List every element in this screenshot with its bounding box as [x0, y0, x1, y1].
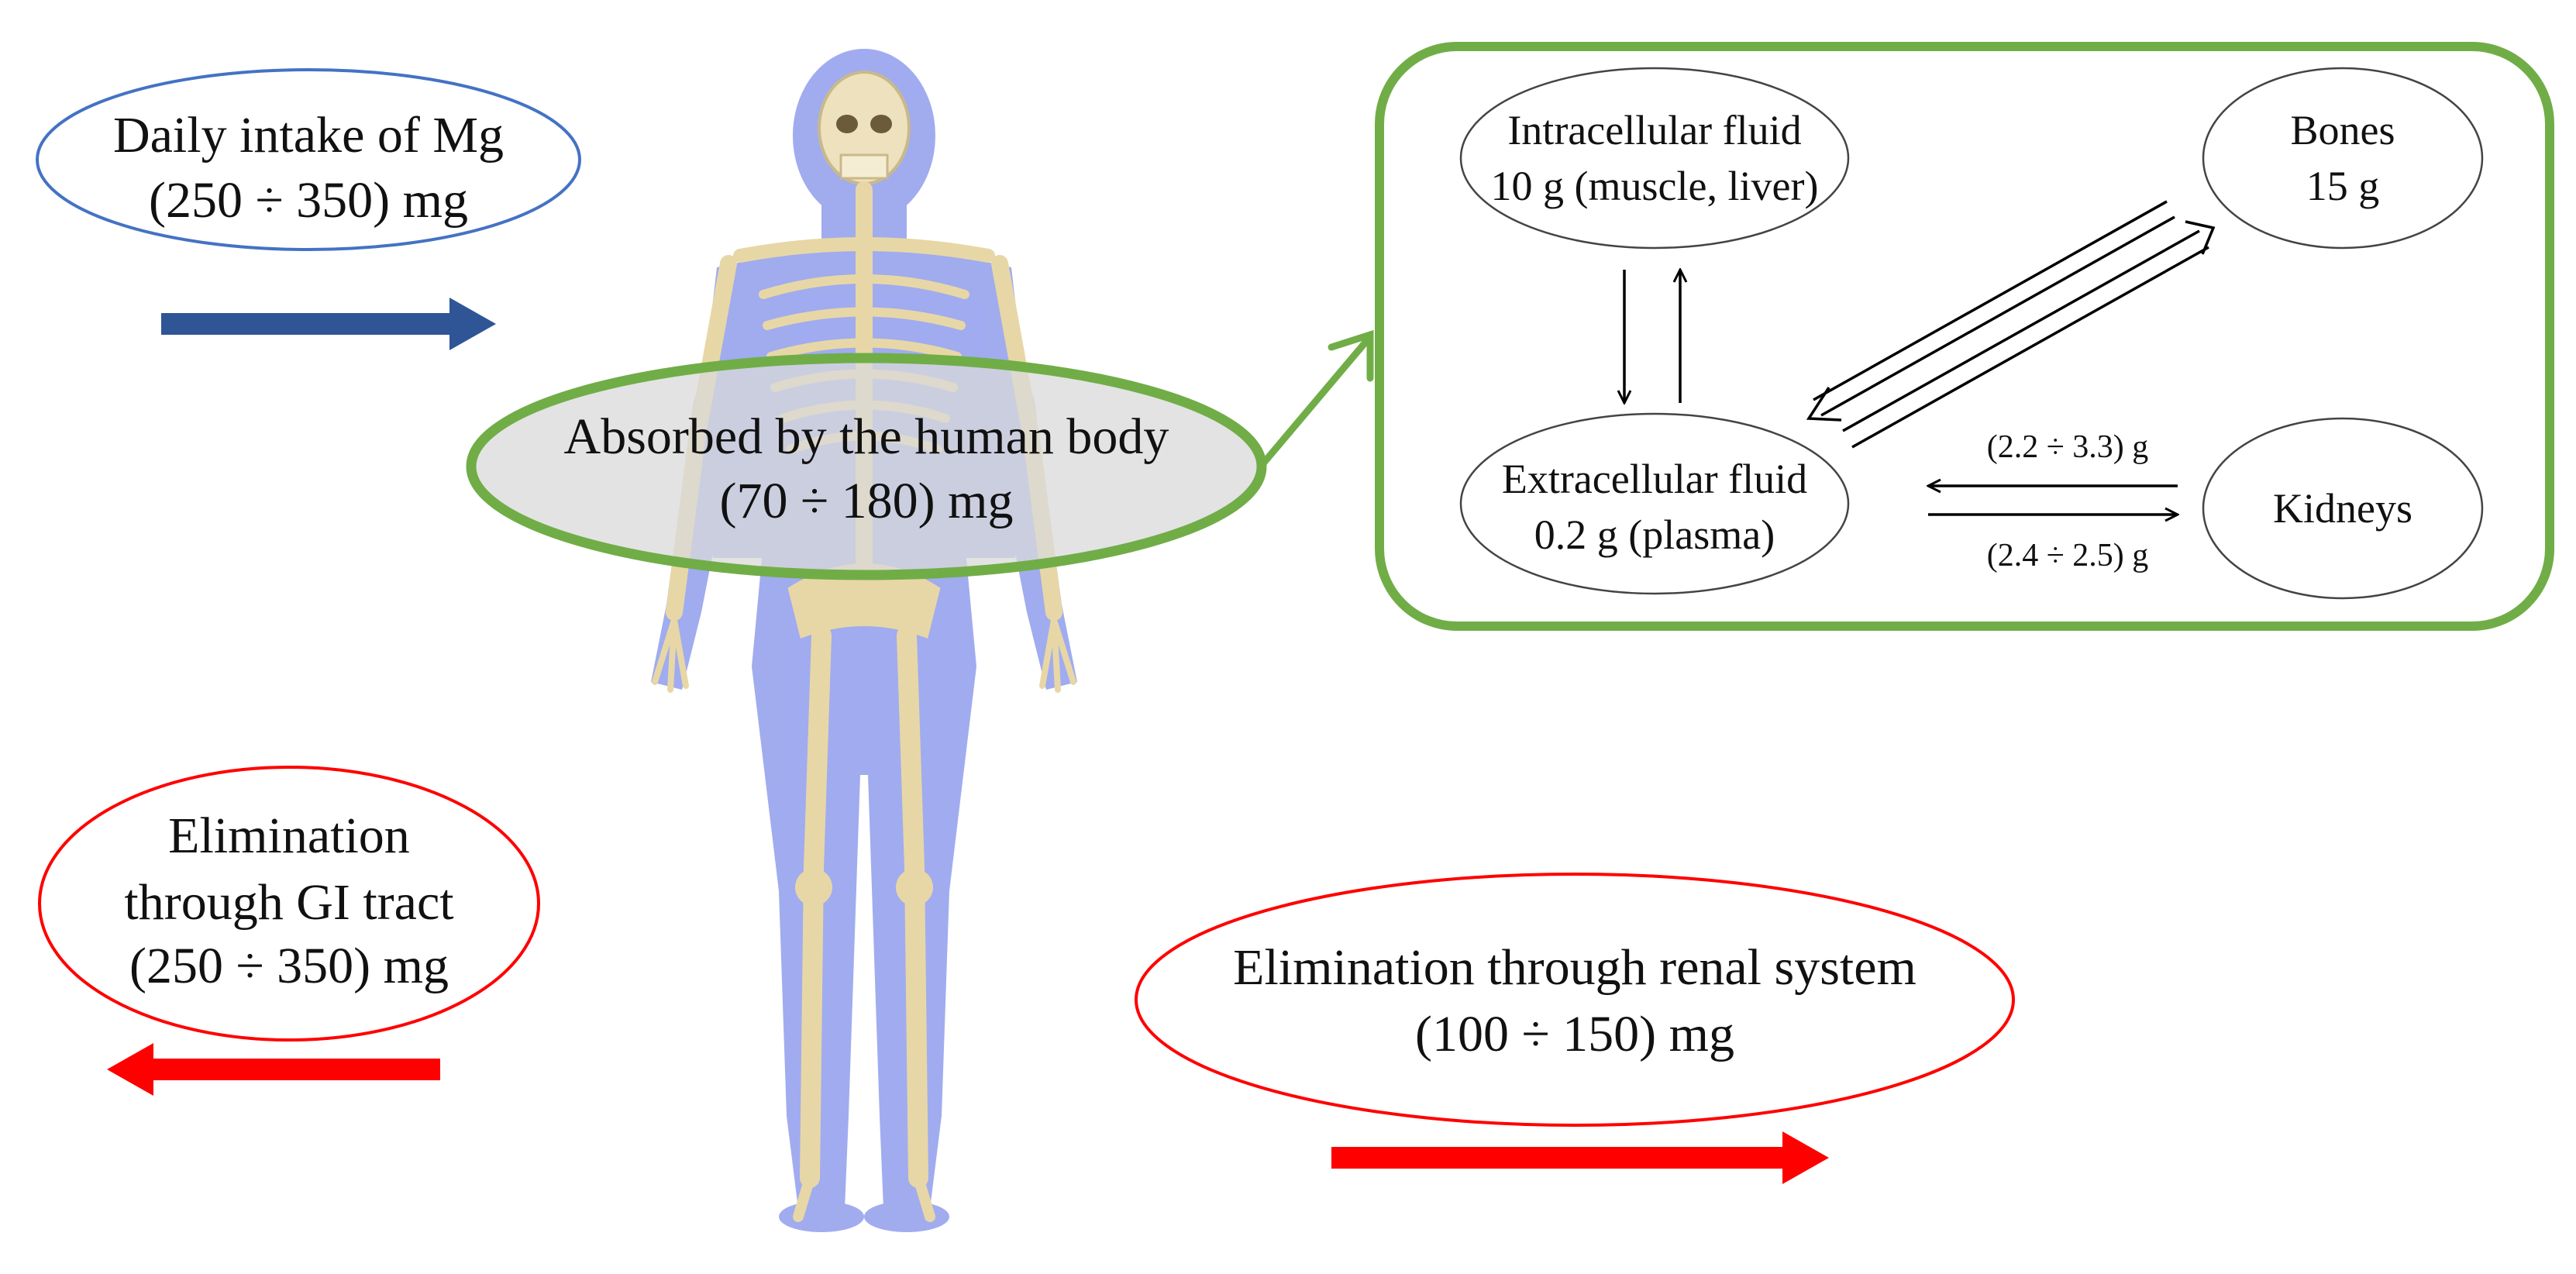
flux-to-extracellular-label: (2.2 ÷ 3.3) g — [1987, 429, 2149, 465]
bones-node: Bones 15 g — [2202, 67, 2484, 250]
intracellular-title: Intracellular fluid — [1507, 107, 1801, 153]
gi-elimination-amount: (250 ÷ 350) mg — [129, 938, 449, 994]
extracellular-title: Extracellular fluid — [1502, 456, 1807, 502]
daily-intake-node: Daily intake of Mg (250 ÷ 350) mg — [36, 68, 581, 251]
gi-elimination-line2: through GI tract — [124, 874, 453, 931]
flux-to-kidneys-label: (2.4 ÷ 2.5) g — [1987, 538, 2149, 573]
bones-to-extra-arrow — [1806, 200, 2175, 422]
renal-elimination-amount: (100 ÷ 150) mg — [1415, 1006, 1734, 1062]
intracellular-fluid-node: Intracellular fluid 10 g (muscle, liver) — [1459, 67, 1850, 250]
bones-amount: 15 g — [2306, 163, 2380, 209]
gi-elimination-arrow — [107, 1043, 440, 1096]
absorbed-title: Absorbed by the human body — [564, 408, 1169, 465]
extracellular-amount: 0.2 g (plasma) — [1534, 511, 1775, 558]
gi-elimination-node: Elimination through GI tract (250 ÷ 350)… — [38, 766, 540, 1042]
bones-title: Bones — [2291, 107, 2395, 153]
extra-to-bones-arrow — [1842, 220, 2216, 449]
intake-amount: (250 ÷ 350) mg — [149, 172, 468, 229]
renal-elimination-title: Elimination through renal system — [1233, 939, 1917, 996]
intake-title: Daily intake of Mg — [113, 107, 504, 164]
absorbed-connector-arrow — [1259, 329, 1374, 467]
absorbed-node: Absorbed by the human body (70 ÷ 180) mg — [466, 353, 1267, 580]
skeleton-figure-icon — [651, 49, 1077, 1232]
intracellular-amount: 10 g (muscle, liver) — [1491, 163, 1819, 209]
kidneys-node: Kidneys — [2202, 417, 2484, 600]
extracellular-fluid-node: Extracellular fluid 0.2 g (plasma) — [1459, 412, 1850, 595]
gi-elimination-line1: Elimination — [168, 807, 410, 864]
distribution-panel: Intracellular fluid 10 g (muscle, liver)… — [1375, 42, 2554, 631]
kidneys-title: Kidneys — [2273, 485, 2412, 532]
absorbed-amount: (70 ÷ 180) mg — [719, 473, 1013, 529]
intake-arrow — [161, 298, 496, 350]
renal-elimination-arrow — [1331, 1131, 1829, 1184]
renal-elimination-node: Elimination through renal system (100 ÷ … — [1135, 873, 2015, 1127]
